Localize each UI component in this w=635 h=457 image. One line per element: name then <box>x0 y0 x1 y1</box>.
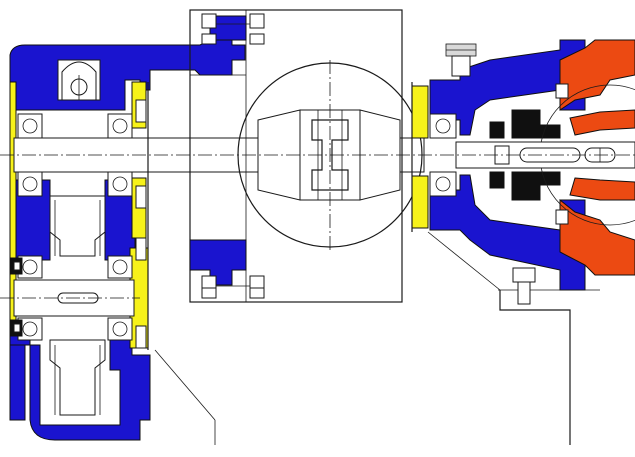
mounting-bolt <box>201 13 265 299</box>
oil-filler-plug <box>445 43 477 77</box>
rolling-bearing <box>17 113 133 341</box>
mechanical-seal <box>489 109 561 201</box>
eye-bolt <box>61 61 97 101</box>
shaft-seal <box>9 257 23 337</box>
pump-casing <box>539 39 635 276</box>
gearbox-housing <box>9 19 246 441</box>
coupling-guard <box>189 9 403 303</box>
mounting-bolt <box>135 99 147 349</box>
gear-wheel <box>49 195 106 416</box>
rolling-bearing <box>429 113 457 197</box>
